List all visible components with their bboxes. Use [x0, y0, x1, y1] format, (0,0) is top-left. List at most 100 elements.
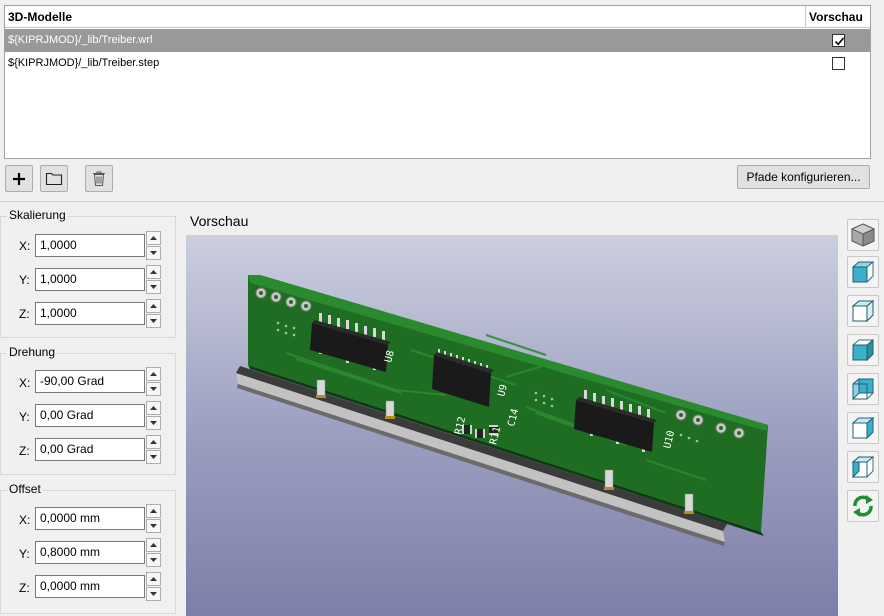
- spin-down-button[interactable]: [146, 553, 161, 567]
- delete-model-button[interactable]: [85, 165, 113, 192]
- arrow-down-icon: [150, 421, 157, 425]
- arrow-up-icon: [150, 577, 157, 581]
- view-back-icon: [851, 416, 875, 440]
- scale-z-spinner: [146, 299, 161, 328]
- arrow-down-icon: [150, 524, 157, 528]
- view-bottom-button[interactable]: [847, 373, 879, 405]
- scale-x-input[interactable]: 1,0000: [35, 234, 145, 257]
- offset-x-label: X:: [19, 513, 31, 527]
- add-model-button[interactable]: [5, 165, 33, 192]
- rotation-z-input[interactable]: 0,00 Grad: [35, 438, 145, 461]
- arrow-up-icon: [150, 372, 157, 376]
- scale-x-label: X:: [19, 239, 31, 253]
- spin-up-button[interactable]: [146, 367, 161, 381]
- silk-u9: U9: [496, 383, 510, 397]
- view-bottom-icon: [852, 377, 874, 401]
- offset-title: Offset: [7, 482, 43, 496]
- spin-down-button[interactable]: [146, 280, 161, 294]
- offset-x-input[interactable]: 0,0000 mm: [35, 507, 145, 530]
- view-3d-icon: [850, 223, 876, 247]
- silk-r12: R12: [453, 416, 468, 436]
- divider: [0, 201, 884, 202]
- spin-down-button[interactable]: [146, 519, 161, 533]
- rotation-x-input[interactable]: -90,00 Grad: [35, 370, 145, 393]
- reload-icon: [853, 495, 873, 517]
- offset-z-spinner: [146, 572, 161, 601]
- view-top-icon: [851, 261, 875, 283]
- model-path: ${KIPRJMOD}/_lib/Treiber.wrl: [8, 34, 153, 46]
- arrow-up-icon: [150, 270, 157, 274]
- silk-c14: C14: [506, 408, 521, 428]
- view-top-button[interactable]: [847, 256, 879, 288]
- ic-u10: [574, 390, 657, 452]
- table-row[interactable]: ${KIPRJMOD}/_lib/Treiber.step: [5, 52, 870, 75]
- reload-view-button[interactable]: [847, 490, 879, 522]
- preview-checkbox[interactable]: [832, 57, 845, 70]
- arrow-up-icon: [150, 304, 157, 308]
- arrow-down-icon: [150, 592, 157, 596]
- configure-paths-button[interactable]: Pfade konfigurieren...: [737, 165, 870, 189]
- scale-y-input[interactable]: 1,0000: [35, 268, 145, 291]
- spin-down-button[interactable]: [146, 416, 161, 430]
- silk-u10: U10: [662, 430, 677, 450]
- ic-u8: [310, 313, 391, 372]
- spin-up-button[interactable]: [146, 401, 161, 415]
- scale-z-label: Z:: [19, 307, 30, 321]
- scale-y-spinner: [146, 265, 161, 294]
- folder-icon: [45, 172, 63, 186]
- column-header-models[interactable]: 3D-Modelle: [5, 6, 806, 28]
- scale-z-input[interactable]: 1,0000: [35, 302, 145, 325]
- offset-y-label: Y:: [19, 547, 30, 561]
- spin-down-button[interactable]: [146, 587, 161, 601]
- rotation-y-spinner: [146, 401, 161, 430]
- offset-group: Offset X: 0,0000 mm Y: 0,8000 mm Z: 0,00…: [0, 482, 176, 614]
- view-back-button[interactable]: [847, 412, 879, 444]
- browse-model-button[interactable]: [40, 165, 68, 192]
- view-front-icon: [851, 299, 875, 323]
- spin-down-button[interactable]: [146, 382, 161, 396]
- spin-up-button[interactable]: [146, 435, 161, 449]
- spin-down-button[interactable]: [146, 246, 161, 260]
- rotation-z-label: Z:: [19, 444, 30, 458]
- spin-up-button[interactable]: [146, 231, 161, 245]
- rotation-title: Drehung: [7, 345, 58, 359]
- column-header-preview[interactable]: Vorschau: [806, 6, 870, 28]
- silk-u8: U8: [383, 349, 397, 363]
- rotation-x-label: X:: [19, 376, 31, 390]
- spin-down-button[interactable]: [146, 450, 161, 464]
- models-table: 3D-Modelle Vorschau ${KIPRJMOD}/_lib/Tre…: [4, 5, 871, 159]
- spin-up-button[interactable]: [146, 265, 161, 279]
- arrow-up-icon: [150, 543, 157, 547]
- view-left-icon: [851, 455, 875, 479]
- view-left-button[interactable]: [847, 451, 879, 483]
- rotation-x-spinner: [146, 367, 161, 396]
- scale-title: Skalierung: [7, 208, 68, 222]
- spin-up-button[interactable]: [146, 299, 161, 313]
- 3d-viewport[interactable]: U8 U9 U10 R12 R11 C14: [186, 235, 838, 616]
- view-right-icon: [852, 338, 874, 362]
- preview-checkbox[interactable]: [832, 34, 845, 47]
- scale-x-spinner: [146, 231, 161, 260]
- rotation-y-input[interactable]: 0,00 Grad: [35, 404, 145, 427]
- table-row[interactable]: ${KIPRJMOD}/_lib/Treiber.wrl: [5, 29, 870, 52]
- spin-up-button[interactable]: [146, 572, 161, 586]
- arrow-up-icon: [150, 236, 157, 240]
- view-front-button[interactable]: [847, 295, 879, 327]
- preview-title: Vorschau: [190, 213, 249, 229]
- scale-group: Skalierung X: 1,0000 Y: 1,0000 Z: 1,0000: [0, 208, 176, 338]
- offset-y-input[interactable]: 0,8000 mm: [35, 541, 145, 564]
- offset-z-input[interactable]: 0,0000 mm: [35, 575, 145, 598]
- offset-z-label: Z:: [19, 581, 30, 595]
- view-3d-button[interactable]: [847, 219, 879, 251]
- view-right-button[interactable]: [847, 334, 879, 366]
- arrow-down-icon: [150, 387, 157, 391]
- offset-y-spinner: [146, 538, 161, 567]
- arrow-down-icon: [150, 455, 157, 459]
- rotation-y-label: Y:: [19, 410, 30, 424]
- model-path: ${KIPRJMOD}/_lib/Treiber.step: [8, 57, 160, 69]
- arrow-up-icon: [150, 406, 157, 410]
- spin-down-button[interactable]: [146, 314, 161, 328]
- arrow-up-icon: [150, 440, 157, 444]
- spin-up-button[interactable]: [146, 538, 161, 552]
- spin-up-button[interactable]: [146, 504, 161, 518]
